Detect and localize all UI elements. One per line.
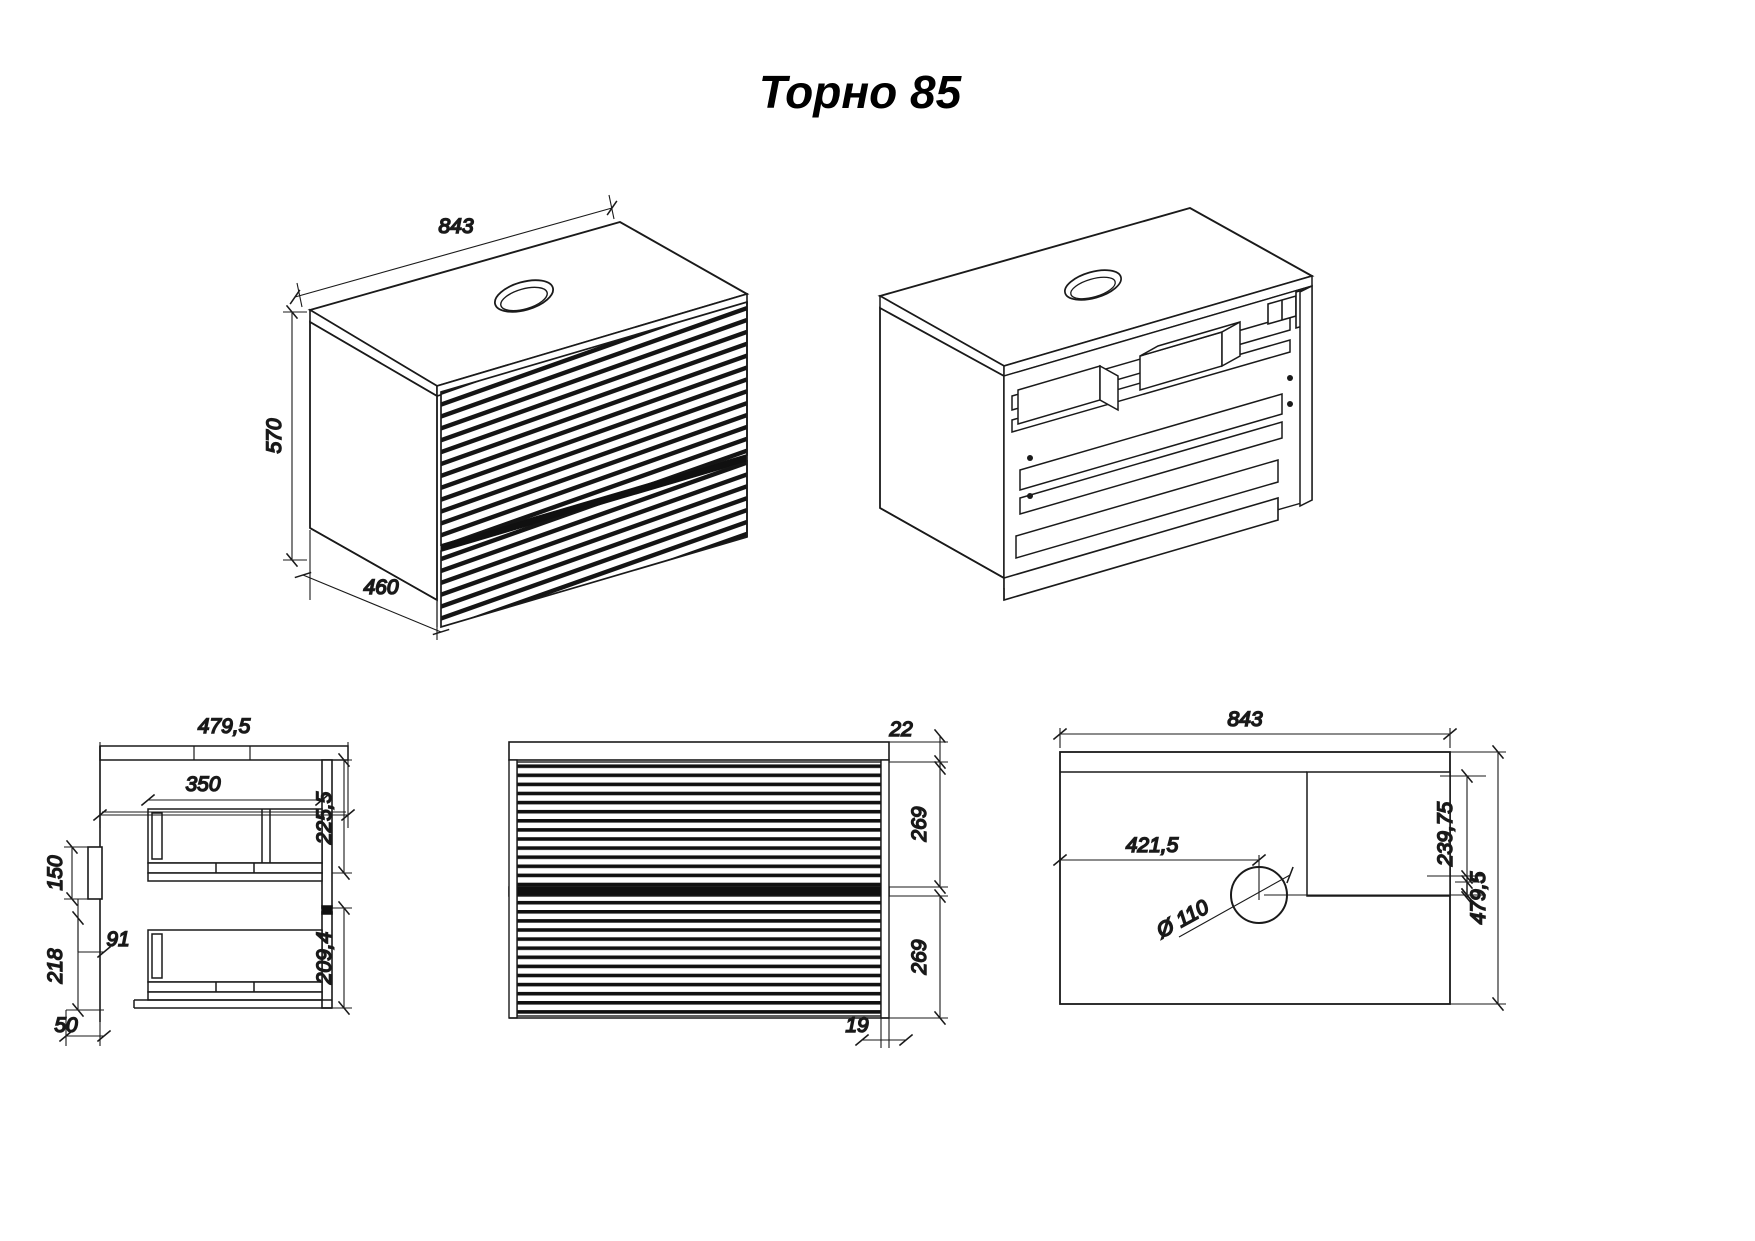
dim-side-upper-height (332, 752, 352, 881)
dim-label-plan-hole-y: 239,75 (1434, 802, 1457, 868)
page-title: Торно 85 (759, 66, 963, 118)
back-mounting-holes (1027, 375, 1293, 499)
side-countertop (99, 745, 349, 761)
view-side-section: 479,5 350 225,5 150 91 (43, 714, 356, 1046)
front-elevation-handle-gap (508, 886, 890, 897)
dim-iso-width (289, 194, 618, 308)
dim-label-plan-hole-x: 421,5 (1126, 834, 1179, 857)
back-drawer-box-right (1139, 320, 1241, 392)
dim-iso-depth (294, 530, 450, 640)
dim-label-iso-height: 570 (263, 418, 286, 453)
side-wall-plate (87, 846, 103, 900)
dim-label-side-drawer-depth: 350 (185, 773, 220, 796)
dim-label-side-wall-plate: 150 (44, 855, 67, 890)
front-elevation-lower-panel (516, 895, 882, 1017)
front-elevation-upper-panel (516, 761, 882, 888)
view-iso-back (877, 206, 1315, 602)
plan-basin-recess (1306, 771, 1451, 897)
dim-label-iso-depth: 460 (363, 576, 398, 599)
side-upper-drawer-box (147, 808, 323, 882)
dim-label-side-bottom-offset: 218 (44, 948, 67, 984)
front-elevation-right-edge (880, 759, 890, 1019)
side-lower-drawer-box (147, 929, 323, 1001)
dim-front-bottom-gap (854, 1018, 914, 1048)
view-top-plan: 843 479,5 421,5 (1052, 707, 1506, 1012)
dim-iso-height (283, 304, 307, 568)
dim-plan-hole-y-main (1440, 768, 1486, 903)
dim-plan-width (1052, 727, 1458, 748)
dim-label-front-lower-height: 269 (908, 939, 931, 975)
dim-label-front-bottom-gap: 19 (845, 1014, 869, 1037)
front-countertop-strip (508, 741, 890, 761)
dim-label-side-upper-height: 225,5 (313, 791, 336, 845)
dim-side-lower-height (332, 900, 352, 1016)
dim-label-iso-width: 843 (438, 215, 473, 238)
view-iso-front: 843 570 460 (262, 194, 750, 640)
dim-front-lower-height (889, 888, 948, 1026)
dim-label-front-upper-height: 269 (908, 806, 931, 842)
dim-plan-hole-diameter (1178, 866, 1294, 938)
dim-label-plan-depth: 479,5 (1467, 871, 1490, 924)
dim-label-side-foot-offset: 50 (54, 1014, 78, 1037)
back-drawer-box-left (1017, 364, 1119, 426)
side-handle-gap (321, 905, 333, 915)
dim-label-front-top-gap: 22 (888, 718, 913, 741)
back-right-side-panel (1299, 284, 1313, 508)
dim-front-upper-height (889, 754, 948, 895)
dim-label-side-overall-depth: 479,5 (198, 715, 251, 738)
view-front-elevation: 22 269 269 19 (508, 717, 948, 1048)
dim-label-side-plate-offset: 91 (106, 928, 129, 951)
dim-side-foot-offset (58, 1010, 112, 1046)
dim-side-wall-plate (64, 839, 88, 907)
dim-label-plan-width: 843 (1227, 708, 1262, 731)
dim-label-side-lower-height: 209,4 (313, 932, 336, 986)
back-bottom-left-edge (879, 507, 1005, 579)
dim-side-bottom-offset (66, 910, 104, 1018)
dim-plan-depth (1450, 744, 1506, 1012)
back-sink-hole-ellipse (1064, 269, 1122, 301)
front-elevation-left-edge (508, 759, 518, 1019)
